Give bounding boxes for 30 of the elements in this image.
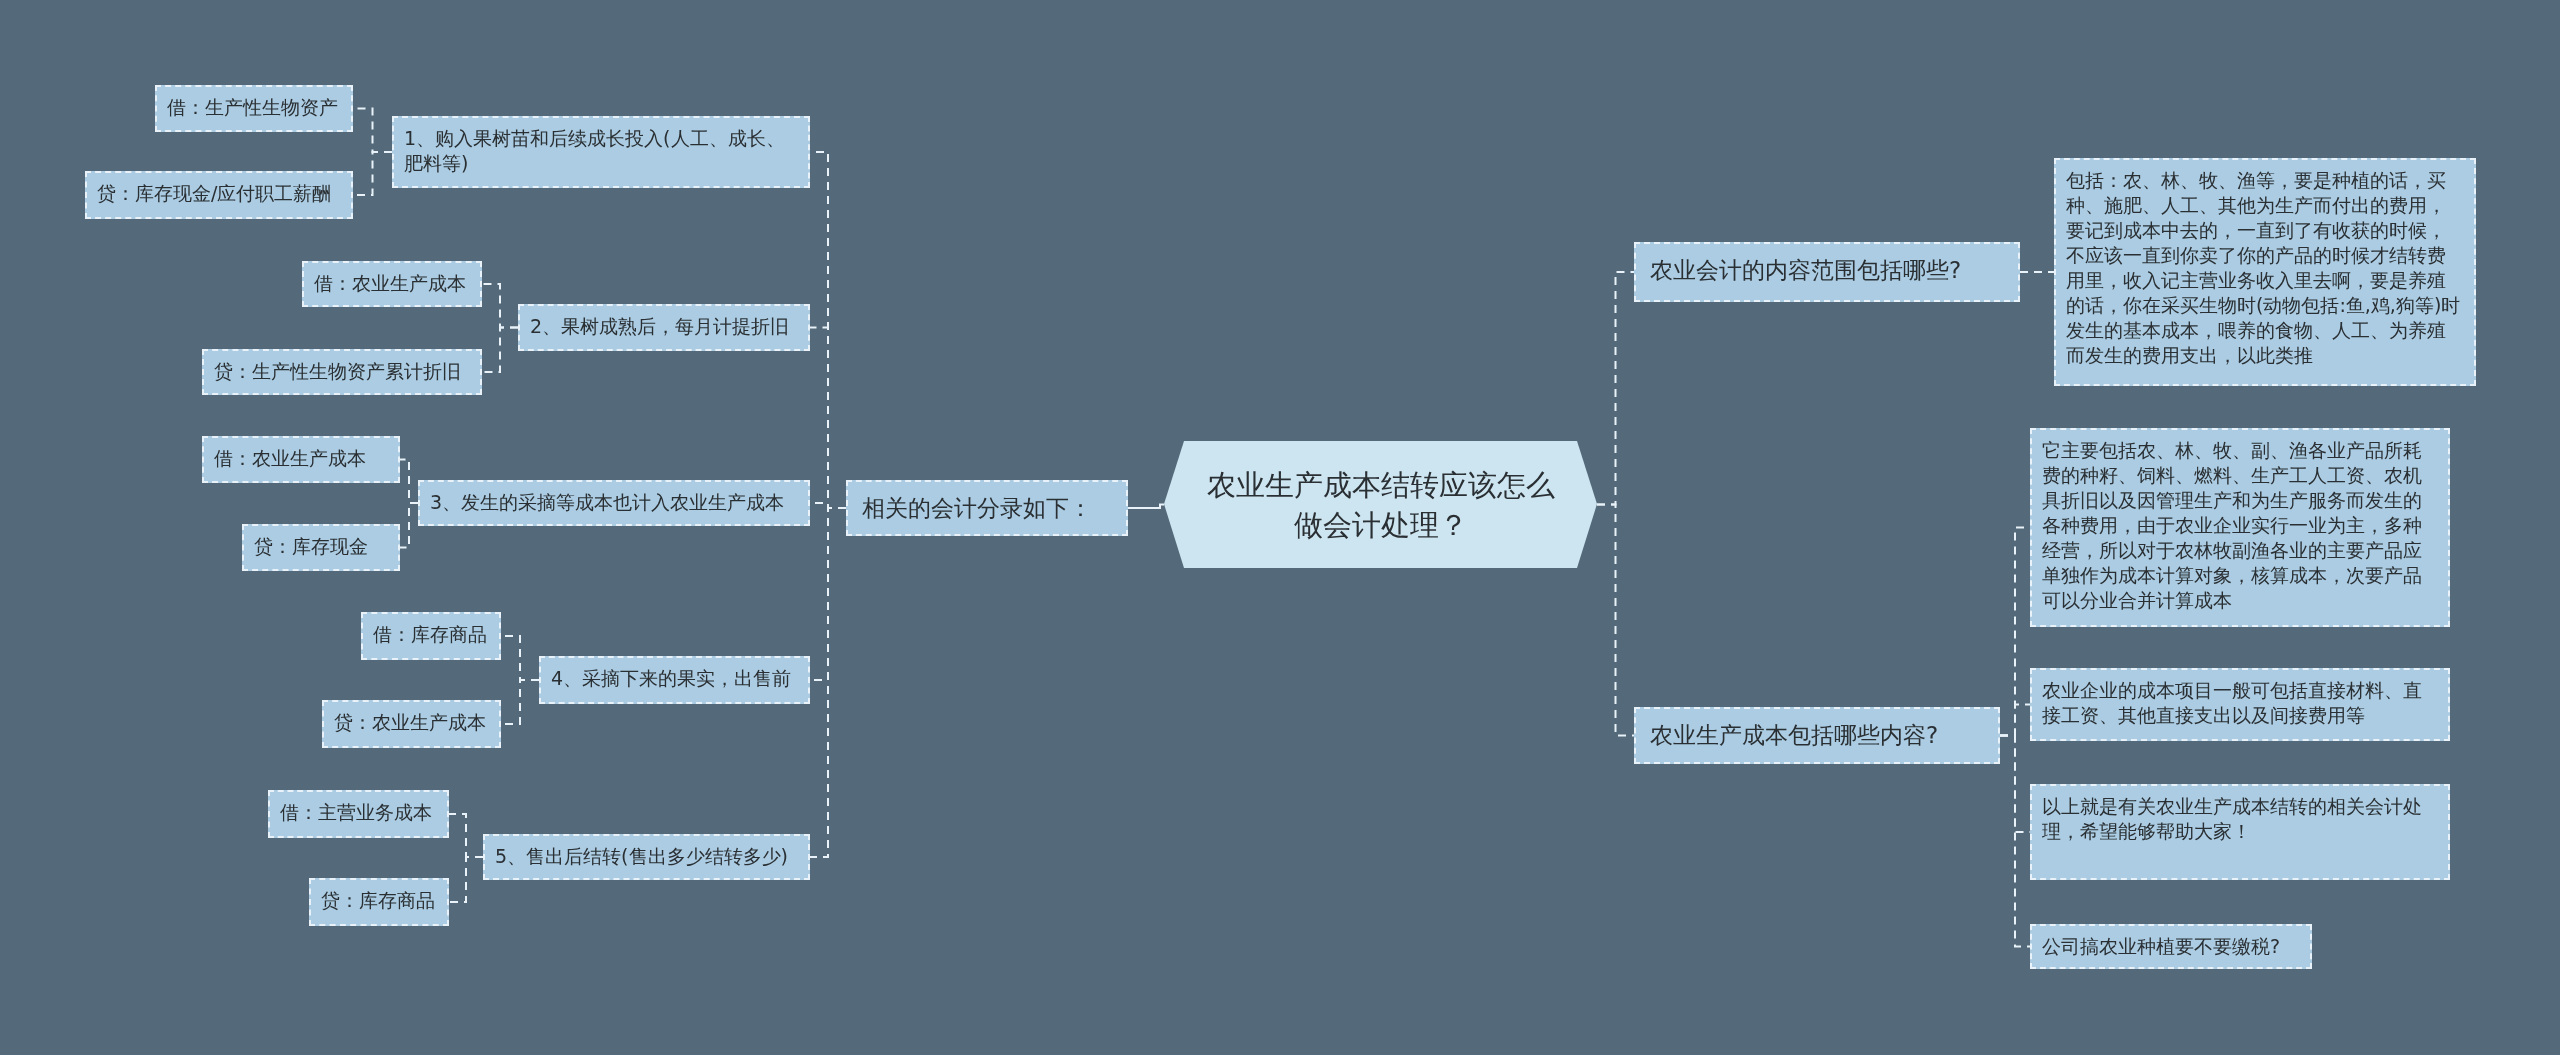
topic-box: 1、购入果树苗和后续成长投入(人工、成长、肥料等) (392, 116, 810, 188)
connector (1999, 734, 2031, 948)
connector (399, 502, 419, 549)
entry-box: 贷：库存现金 (242, 524, 400, 571)
connector (2019, 271, 2055, 273)
note-box: 以上就是有关农业生产成本结转的相关会计处理，希望能够帮助大家！ (2030, 784, 2450, 880)
entry-box: 借：主营业务成本 (268, 790, 449, 838)
topic-box: 农业会计的内容范围包括哪些? (1634, 242, 2020, 302)
topic-box: 5、售出后结转(售出多少结转多少) (483, 834, 810, 880)
entry-box: 借：农业生产成本 (302, 261, 482, 307)
note-box: 包括：农、林、牧、渔等，要是种植的话，买种、施肥、人工、其他为生产而付出的费用，要记到成本中去的，一直到了有收获的时候，不应该一直到你卖了你的产品的时候才结转费用里，收入记主营业务收入里去啊，要是养殖的话，你在采买生物时(动物包括:鱼,鸡,狗等)时发生的基本成本，喂养的食物、人工、为养殖而发生的费用支出，以此类推 (2054, 158, 2476, 386)
topic-box: 4、采摘下来的果实，出售前 (539, 656, 810, 704)
central-topic: 农业生产成本结转应该怎么做会计处理？ (1164, 441, 1597, 568)
topic-box: 2、果树成熟后，每月计提折旧 (518, 304, 810, 351)
entry-box: 借：生产性生物资产 (155, 85, 353, 132)
entry-box: 贷：农业生产成本 (322, 700, 501, 748)
entry-box: 贷：库存现金/应付职工薪酬 (85, 171, 353, 219)
note-box: 农业企业的成本项目一般可包括直接材料、直接工资、其他直接支出以及间接费用等 (2030, 668, 2450, 741)
note-box: 它主要包括农、林、牧、副、渔各业产品所耗费的种籽、饲料、燃料、生产工人工资、农机具折旧以及因管理生产和为生产服务而发生的各种费用，由于农业企业实行一业为主，多种经营，所以对于农林牧副渔各业的主要产品应单独作为成本计算对象，核算成本，次要产品可以分业合并计算成本 (2030, 428, 2450, 627)
entry-box: 借：库存商品 (361, 612, 501, 660)
connector (1127, 503, 1165, 509)
topic-box: 3、发生的采摘等成本也计入农业生产成本 (418, 480, 810, 526)
topic-box: 农业生产成本包括哪些内容? (1634, 707, 2000, 764)
topic-box: 相关的会计分录如下： (846, 480, 1128, 536)
entry-box: 借：农业生产成本 (202, 436, 400, 483)
note-box: 公司搞农业种植要不要缴税? (2030, 924, 2312, 969)
connector (1596, 503, 1635, 737)
entry-box: 贷：生产性生物资产累计折旧 (202, 349, 482, 395)
connector (448, 856, 484, 903)
entry-box: 贷：库存商品 (309, 878, 449, 926)
